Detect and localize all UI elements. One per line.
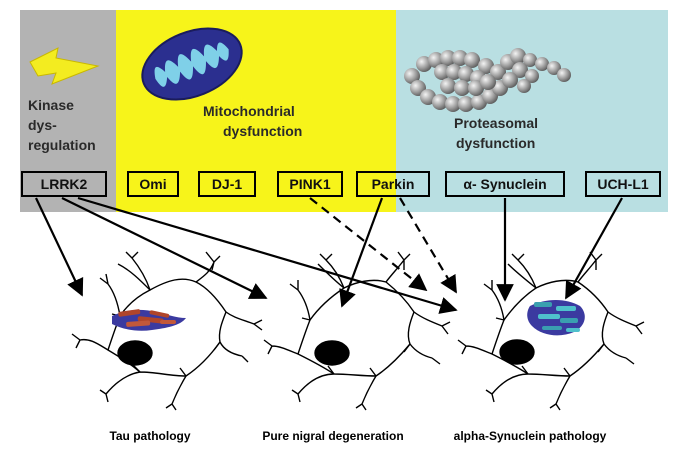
proteasomal-band <box>396 10 668 212</box>
gene-label-omi: Omi <box>139 176 166 192</box>
mito-label-line-2: dysfunction <box>223 123 302 139</box>
arrows <box>35 196 623 314</box>
gene-label-pink1: PINK1 <box>289 176 330 192</box>
caption-asyn: alpha-Synuclein pathology <box>454 429 607 443</box>
arrow-lrrk2-asyn <box>77 196 458 314</box>
kinase-label-line-1: Kinase <box>28 97 74 113</box>
arrow-parkin-asyn <box>399 197 457 294</box>
proteasomal-label-line-1: Proteasomal <box>454 115 538 131</box>
gene-box-pink1: PINK1 <box>277 171 343 197</box>
arrow-pink1-asyn <box>309 197 428 292</box>
gene-box-omi: Omi <box>127 171 179 197</box>
mito-label-line-1: Mitochondrial <box>203 103 295 119</box>
kinase-band <box>20 10 116 212</box>
neuron-tau <box>71 251 263 411</box>
gene-box-dj1: DJ-1 <box>198 171 256 197</box>
arrow-parkin-nigral <box>339 197 384 308</box>
neuron-asyn <box>457 251 645 411</box>
gene-label-parkin: Parkin <box>372 176 415 192</box>
protein-aggregate-icon <box>404 48 571 112</box>
arrow-uchl1-asyn <box>565 197 623 300</box>
caption-tau: Tau pathology <box>109 429 190 443</box>
synuclein-aggregates <box>527 300 585 336</box>
proteasomal-label-line-2: dysfunction <box>456 135 535 151</box>
gene-box-uchl1: UCH-L1 <box>585 171 661 197</box>
arrow-lrrk2-tau <box>35 197 84 297</box>
gene-label-uchl1: UCH-L1 <box>597 176 649 192</box>
kinase-label-line-3: regulation <box>28 137 96 153</box>
gene-box-alpha-synuclein: α- Synuclein <box>445 171 565 197</box>
gene-box-parkin: Parkin <box>356 171 430 197</box>
gene-label-lrrk2: LRRK2 <box>41 176 88 192</box>
gene-box-lrrk2: LRRK2 <box>21 171 107 197</box>
mitochondrion-icon <box>141 27 243 101</box>
gene-label-alpha-synuclein: α- Synuclein <box>463 176 546 192</box>
tau-tangles <box>112 309 186 331</box>
lightning-bolt-icon <box>29 47 100 85</box>
kinase-label-line-2: dys- <box>28 117 57 133</box>
gene-label-dj1: DJ-1 <box>212 176 243 192</box>
arrow-lrrk2-nigral <box>61 197 268 299</box>
neuron-nigral <box>263 251 451 411</box>
caption-nigral: Pure nigral degeneration <box>262 429 403 443</box>
